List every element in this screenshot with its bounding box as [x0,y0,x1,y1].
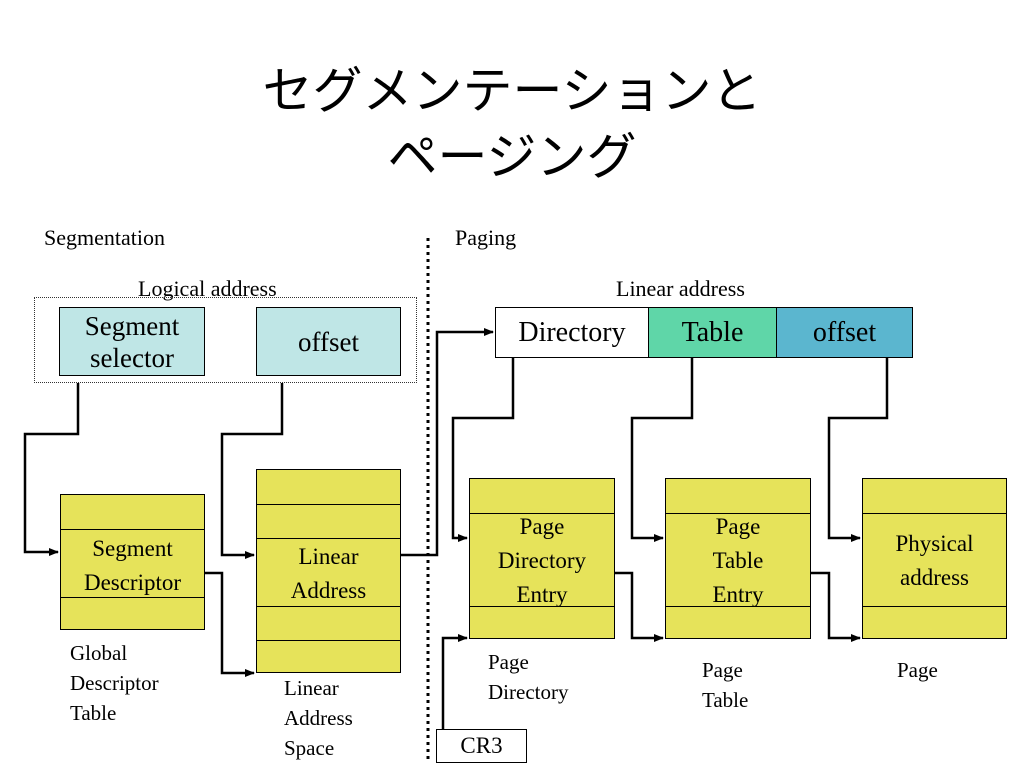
paging-label: Paging [455,225,517,250]
linear-address-entry: Linear Address [290,544,367,603]
title-line-1: セグメンテーションと [262,62,762,120]
title-line-2: ページング [387,128,637,186]
physical-page: Physical address [862,478,1007,639]
page-table-entry: Page Table Entry [712,514,764,607]
logical-offset-field: offset [256,307,401,376]
pde-to-pagetable-arrow [615,571,664,642]
page-table-caption: Page Table [702,658,749,712]
linear-space-caption: Linear Address Space [284,676,353,760]
segmentation-label: Segmentation [44,225,165,250]
cr3-register: CR3 [436,729,527,763]
logical-address-label: Logical address [138,276,277,301]
linear-address-space: Linear Address [256,469,401,673]
cr3-to-directory-arrow [441,634,468,729]
descriptor-to-space-arrow [205,571,255,677]
pte-to-page-arrow [811,571,861,642]
slide-title: セグメンテーションと ページング [0,58,1024,190]
page-directory: Page Directory Entry [469,478,615,639]
directory-field: Directory [495,307,649,358]
page-directory-entry: Page Directory Entry [497,514,587,607]
table-field: Table [648,307,777,358]
page-directory-caption: Page Directory [488,650,569,704]
segment-descriptor-entry: Segment Descriptor [83,536,182,595]
segment-selector-field: Segment selector [59,307,205,376]
page-table: Page Table Entry [665,478,811,639]
physical-address-entry: Physical address [895,531,974,590]
gdt-caption: Global Descriptor Table [70,641,159,725]
linear-address-label: Linear address [616,276,745,301]
page-caption: Page [897,658,938,682]
linear-offset-field: offset [776,307,913,358]
global-descriptor-table: Segment Descriptor [60,494,205,630]
